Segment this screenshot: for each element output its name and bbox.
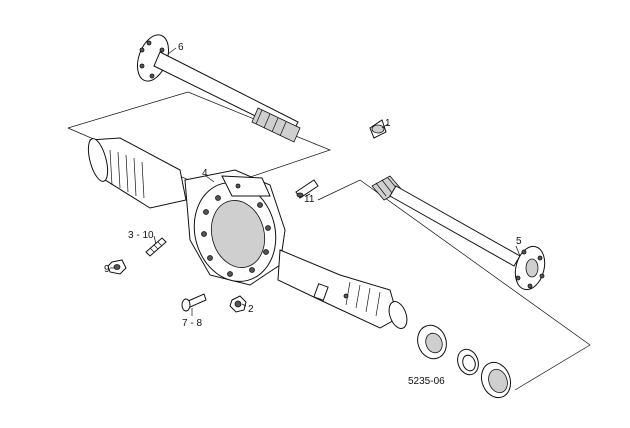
callout-9: 9 xyxy=(104,264,110,275)
bolt-7-8 xyxy=(181,293,207,312)
callout-labels: 1 2 3 - 10 4 5 6 7 - 8 9 11 5235-06 xyxy=(104,42,522,387)
stud-3-10 xyxy=(145,237,167,257)
breather-cap-1 xyxy=(369,119,387,139)
axle-shaft-6 xyxy=(136,34,301,143)
leader-lines xyxy=(110,47,521,316)
callout-6: 6 xyxy=(178,42,184,53)
callout-4: 4 xyxy=(202,168,208,179)
breather-fitting-11 xyxy=(295,179,319,199)
axle-shaft-5 xyxy=(371,175,546,291)
callout-3-10: 3 - 10 xyxy=(128,230,154,241)
callout-5: 5 xyxy=(516,236,522,247)
oil-seal xyxy=(417,324,447,360)
callout-7-8: 7 - 8 xyxy=(182,318,202,329)
drain-plug-2 xyxy=(229,295,247,313)
callout-2: 2 xyxy=(248,304,254,315)
axle-housing-4 xyxy=(87,137,408,329)
right-shaft-group-frame xyxy=(317,179,591,391)
nut-9 xyxy=(107,259,127,275)
bearing-ring xyxy=(480,361,512,399)
callout-1: 1 xyxy=(385,118,391,129)
callout-11: 11 xyxy=(304,194,315,205)
retaining-ring xyxy=(457,348,479,376)
drawing-code: 5235-06 xyxy=(408,376,445,387)
